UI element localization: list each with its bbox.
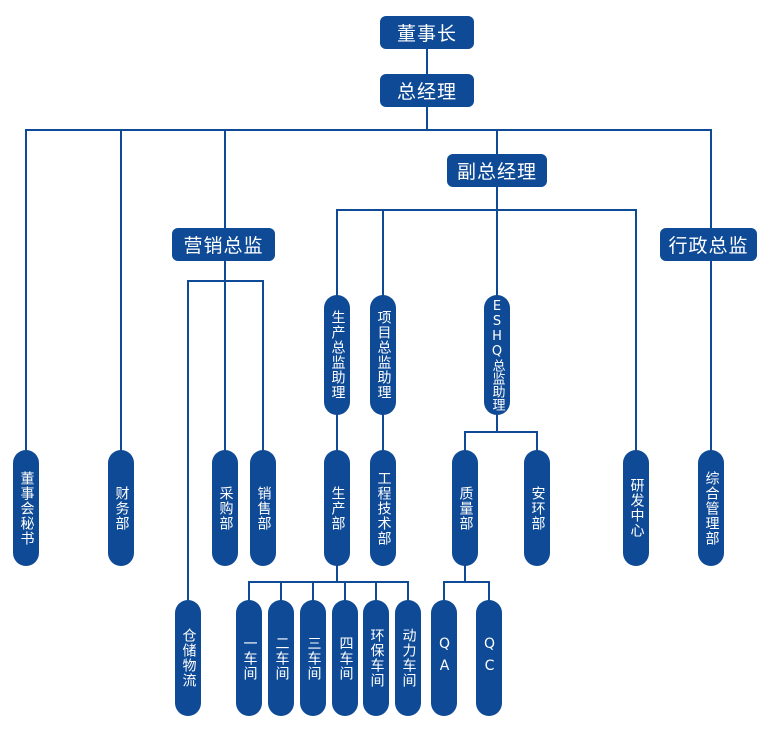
node-sales: 销售部	[250, 450, 276, 566]
node-finance: 财务部	[108, 450, 134, 566]
node-workshop-2: 二车间	[268, 600, 294, 716]
node-workshop-1: 一车间	[236, 600, 262, 716]
node-safety-environment: 安环部	[524, 450, 550, 566]
node-board-secretary: 董事会秘书	[13, 450, 39, 566]
node-admin-director: 行政总监	[660, 228, 757, 261]
node-marketing-director: 营销总监	[172, 228, 275, 261]
node-chairman: 董事长	[380, 16, 474, 49]
node-production-director-assistant: 生产总监助理	[324, 295, 350, 415]
node-qc: QC	[476, 600, 502, 716]
node-rd-center: 研发中心	[623, 450, 649, 566]
node-general-manager: 总经理	[380, 74, 474, 107]
node-workshop-4: 四车间	[332, 600, 358, 716]
node-workshop-3: 三车间	[300, 600, 326, 716]
node-general-management: 综合管理部	[698, 450, 724, 566]
node-engineering: 工程技术部	[370, 450, 396, 566]
node-project-director-assistant: 项目总监助理	[370, 295, 396, 415]
node-quality: 质量部	[452, 450, 478, 566]
node-purchasing: 采购部	[212, 450, 238, 566]
node-warehouse-logistics: 仓储物流	[175, 600, 201, 716]
node-qa: QA	[431, 600, 457, 716]
node-vice-general-manager: 副总经理	[447, 154, 547, 187]
node-eshq-director-assistant: ESHQ总监助理	[484, 295, 510, 415]
node-production: 生产部	[324, 450, 350, 566]
node-power-workshop: 动力车间	[395, 600, 421, 716]
node-env-workshop: 环保车间	[363, 600, 389, 716]
